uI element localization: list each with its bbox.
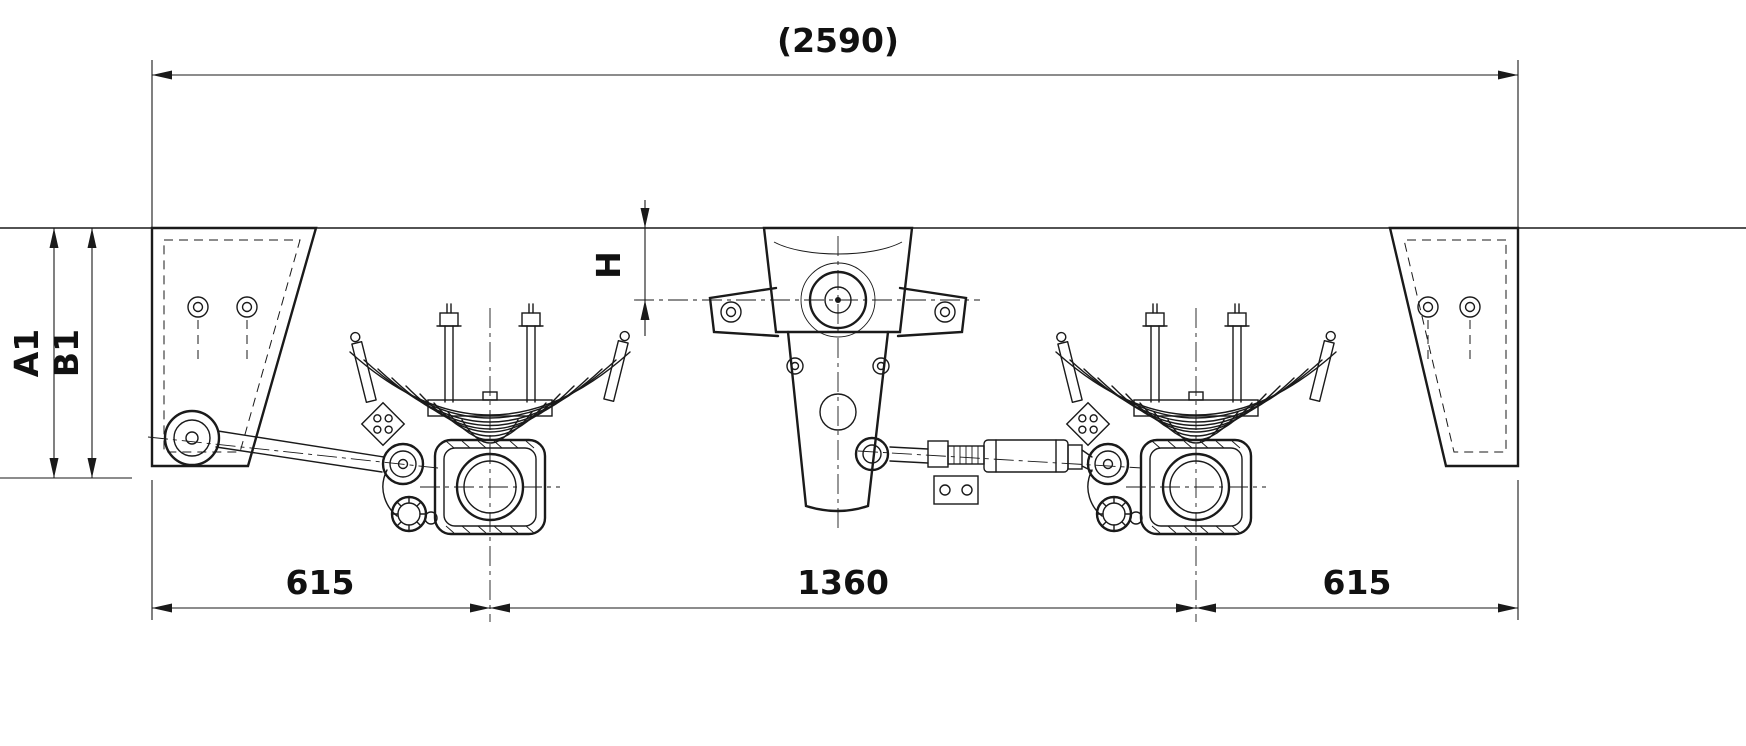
dim-label-overall: (2590) [777, 21, 899, 60]
beam-bolt-right [872, 357, 890, 375]
center-hanger-bracket [762, 226, 914, 334]
hanger-bolt [236, 296, 258, 318]
dim-label-b1: B1 [47, 329, 86, 377]
hanger-rear [1388, 226, 1520, 468]
hanger-bolt [1459, 296, 1481, 318]
torque-rod-front [215, 430, 385, 473]
hanger-front [150, 226, 318, 468]
pivot-bushing [808, 270, 868, 330]
dim-label-a1: A1 [7, 329, 46, 378]
hanger-bolt [187, 296, 209, 318]
rod-bracket [933, 475, 979, 505]
dim-label-h: H [589, 251, 628, 279]
torque-rod-eye-center [854, 436, 890, 472]
dimension-h: H [589, 200, 650, 336]
wing-plate-right [896, 286, 968, 338]
wing-plate-left [708, 286, 780, 338]
dimension-bottom-chain: 615 1360 615 [151, 480, 1519, 620]
equalizer-assembly [708, 226, 968, 513]
torque-rod-eye-front [163, 409, 221, 467]
rod-clevis [927, 440, 949, 468]
torque-rod-rear [889, 439, 1093, 505]
pivot-housing [800, 262, 876, 338]
torque-rod-centerline-right [857, 450, 1143, 469]
wing-bolt-right [934, 301, 956, 323]
beam-bolt-left [786, 357, 804, 375]
dim-label-right-offset: 615 [1323, 563, 1392, 602]
dim-label-left-offset: 615 [286, 563, 355, 602]
wing-bolt-left [720, 301, 742, 323]
dimension-a1-b1: A1 B1 [7, 228, 97, 478]
torque-rod-centerline-left [147, 436, 439, 469]
beam-hole [819, 393, 857, 431]
dim-label-axle-distance: 1360 [797, 563, 889, 602]
hanger-bolt [1417, 296, 1439, 318]
adjuster-cap [1067, 444, 1083, 470]
dimension-overall-width: (2590) [151, 21, 1519, 234]
equalizer-beam [786, 330, 890, 513]
